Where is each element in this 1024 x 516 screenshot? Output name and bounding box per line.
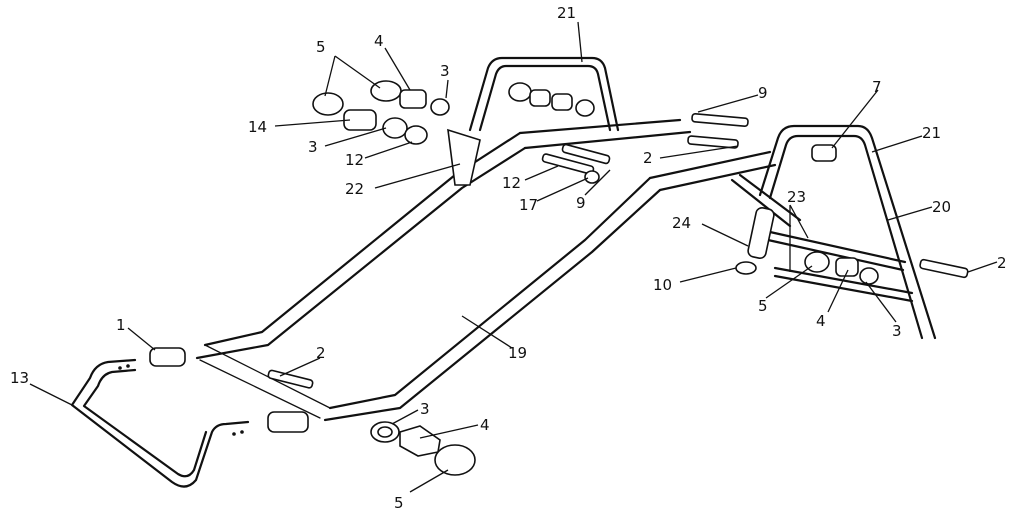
callout-4-upper: 4	[374, 32, 384, 50]
upper-loop-21	[468, 56, 620, 132]
callout-9-right: 9	[758, 84, 768, 102]
callout-2-lower: 2	[316, 344, 326, 362]
callout-19: 19	[508, 344, 527, 362]
callout-2-right: 2	[997, 254, 1007, 272]
callout-9-lower: 9	[576, 194, 586, 212]
callout-4-right: 4	[816, 312, 826, 330]
callout-2-upper: 2	[643, 149, 653, 167]
callout-23: 23	[787, 188, 806, 206]
callout-12-upper: 12	[345, 151, 364, 169]
callout-4-lower: 4	[480, 416, 490, 434]
callout-5-right: 5	[758, 297, 768, 315]
callout-3-right: 3	[892, 322, 902, 340]
callout-3-upper: 3	[440, 62, 450, 80]
callout-17: 17	[519, 196, 538, 214]
callout-21-top: 21	[557, 4, 576, 22]
cross-bars-23	[766, 230, 914, 303]
callout-5-upper: 5	[316, 38, 326, 56]
callout-24: 24	[672, 214, 691, 232]
bolt-2-lower	[267, 369, 314, 389]
callout-10: 10	[653, 276, 672, 294]
callout-22: 22	[345, 180, 364, 198]
callout-13: 13	[10, 369, 29, 387]
callout-3-left: 3	[308, 138, 318, 156]
bolt-2-right	[919, 258, 969, 279]
upper-left-hardware	[312, 80, 595, 145]
callout-5-lower: 5	[394, 494, 404, 512]
callout-21-right: 21	[922, 124, 941, 142]
leader-lines	[29, 21, 998, 493]
lower-hardware	[370, 421, 476, 476]
bolts-upper	[541, 113, 749, 184]
right-hardware	[804, 144, 879, 285]
bracket-24	[735, 206, 775, 275]
hinge-1	[149, 347, 309, 433]
front-handle-13	[70, 358, 250, 488]
callout-1: 1	[116, 316, 126, 334]
callout-labels: 21 5 4 3 9 7 21 14 3 12 22 2 12 17 9 23 …	[10, 4, 1007, 512]
callout-12-lower: 12	[502, 174, 521, 192]
callout-14: 14	[248, 118, 267, 136]
side-rails	[195, 118, 777, 422]
callout-20: 20	[932, 198, 951, 216]
callout-7: 7	[872, 78, 882, 96]
callout-3-lower: 3	[420, 400, 430, 418]
